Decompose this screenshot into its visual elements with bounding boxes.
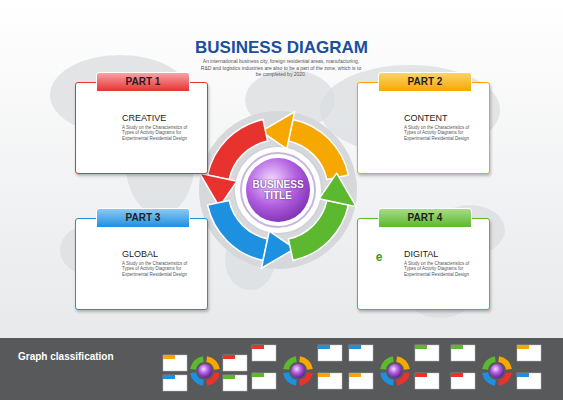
thumbnail xyxy=(252,345,342,389)
thumbnail xyxy=(451,345,541,389)
part-heading: CREATIVE xyxy=(122,113,166,123)
thumbnail xyxy=(349,345,439,389)
part-description: A Study on the Characteristics of Types … xyxy=(122,125,200,141)
part-tab: PART 1 xyxy=(96,72,190,92)
part-heading: GLOBAL xyxy=(122,249,158,259)
part-name: PART 2 xyxy=(379,73,471,91)
part-name: PART 1 xyxy=(97,73,189,91)
center-title: BUSINESS TITLE xyxy=(250,179,306,202)
part-tab: PART 3 xyxy=(96,208,190,228)
part-tab: PART 4 xyxy=(378,208,472,228)
part-box: PART 1CREATIVEA Study on the Characteris… xyxy=(75,82,208,174)
caption: An international business city, foreign … xyxy=(198,58,364,78)
band xyxy=(0,338,563,400)
part-tab: PART 2 xyxy=(378,72,472,92)
part-box: PART 4DIGITALA Study on the Characterist… xyxy=(357,218,490,310)
part-name: PART 3 xyxy=(97,209,189,227)
thumbnail xyxy=(163,355,247,391)
cycle-arrows xyxy=(200,112,357,269)
world-map xyxy=(50,55,505,318)
center-circle: BUSINESS TITLE xyxy=(246,158,310,222)
icon-letter: e xyxy=(370,251,388,264)
part-description: A Study on the Characteristics of Types … xyxy=(404,261,482,277)
part-description: A Study on the Characteristics of Types … xyxy=(122,261,200,277)
part-name: PART 4 xyxy=(379,209,471,227)
part-box: PART 2CONTENTA Study on the Characterist… xyxy=(357,82,490,174)
part-box: PART 3GLOBALA Study on the Characteristi… xyxy=(75,218,208,310)
band-title: Graph classification xyxy=(18,351,114,362)
part-heading: CONTENT xyxy=(404,113,448,123)
diagram-title: BUSINESS DIAGRAM xyxy=(0,38,563,58)
part-heading: DIGITAL xyxy=(404,249,438,259)
part-description: A Study on the Characteristics of Types … xyxy=(404,125,482,141)
band-panel: Graph classification xyxy=(0,338,563,400)
